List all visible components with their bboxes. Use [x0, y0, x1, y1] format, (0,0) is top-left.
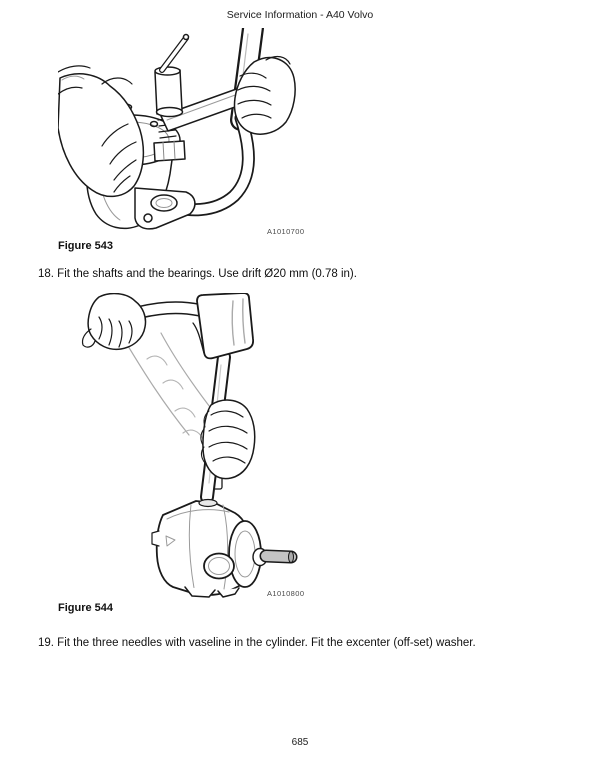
step-18-text: 18. Fit the shafts and the bearings. Use… [38, 268, 357, 280]
step-19-text: 19. Fit the three needles with vaseline … [38, 637, 476, 649]
page-footer: 685 [0, 737, 600, 748]
page-header: Service Information - A40 Volvo [0, 9, 600, 21]
figure-543-illustration [58, 28, 296, 230]
figure-544-image-code: A1010800 [267, 589, 305, 598]
page-number: 685 [291, 737, 309, 748]
figure-543-image-code: A1010700 [267, 227, 305, 236]
figure-544-illustration [81, 293, 298, 598]
figure-543-caption: Figure 543 [58, 240, 114, 252]
header-title: Service Information - A40 Volvo [226, 9, 374, 21]
figure-544-caption: Figure 544 [58, 602, 114, 614]
